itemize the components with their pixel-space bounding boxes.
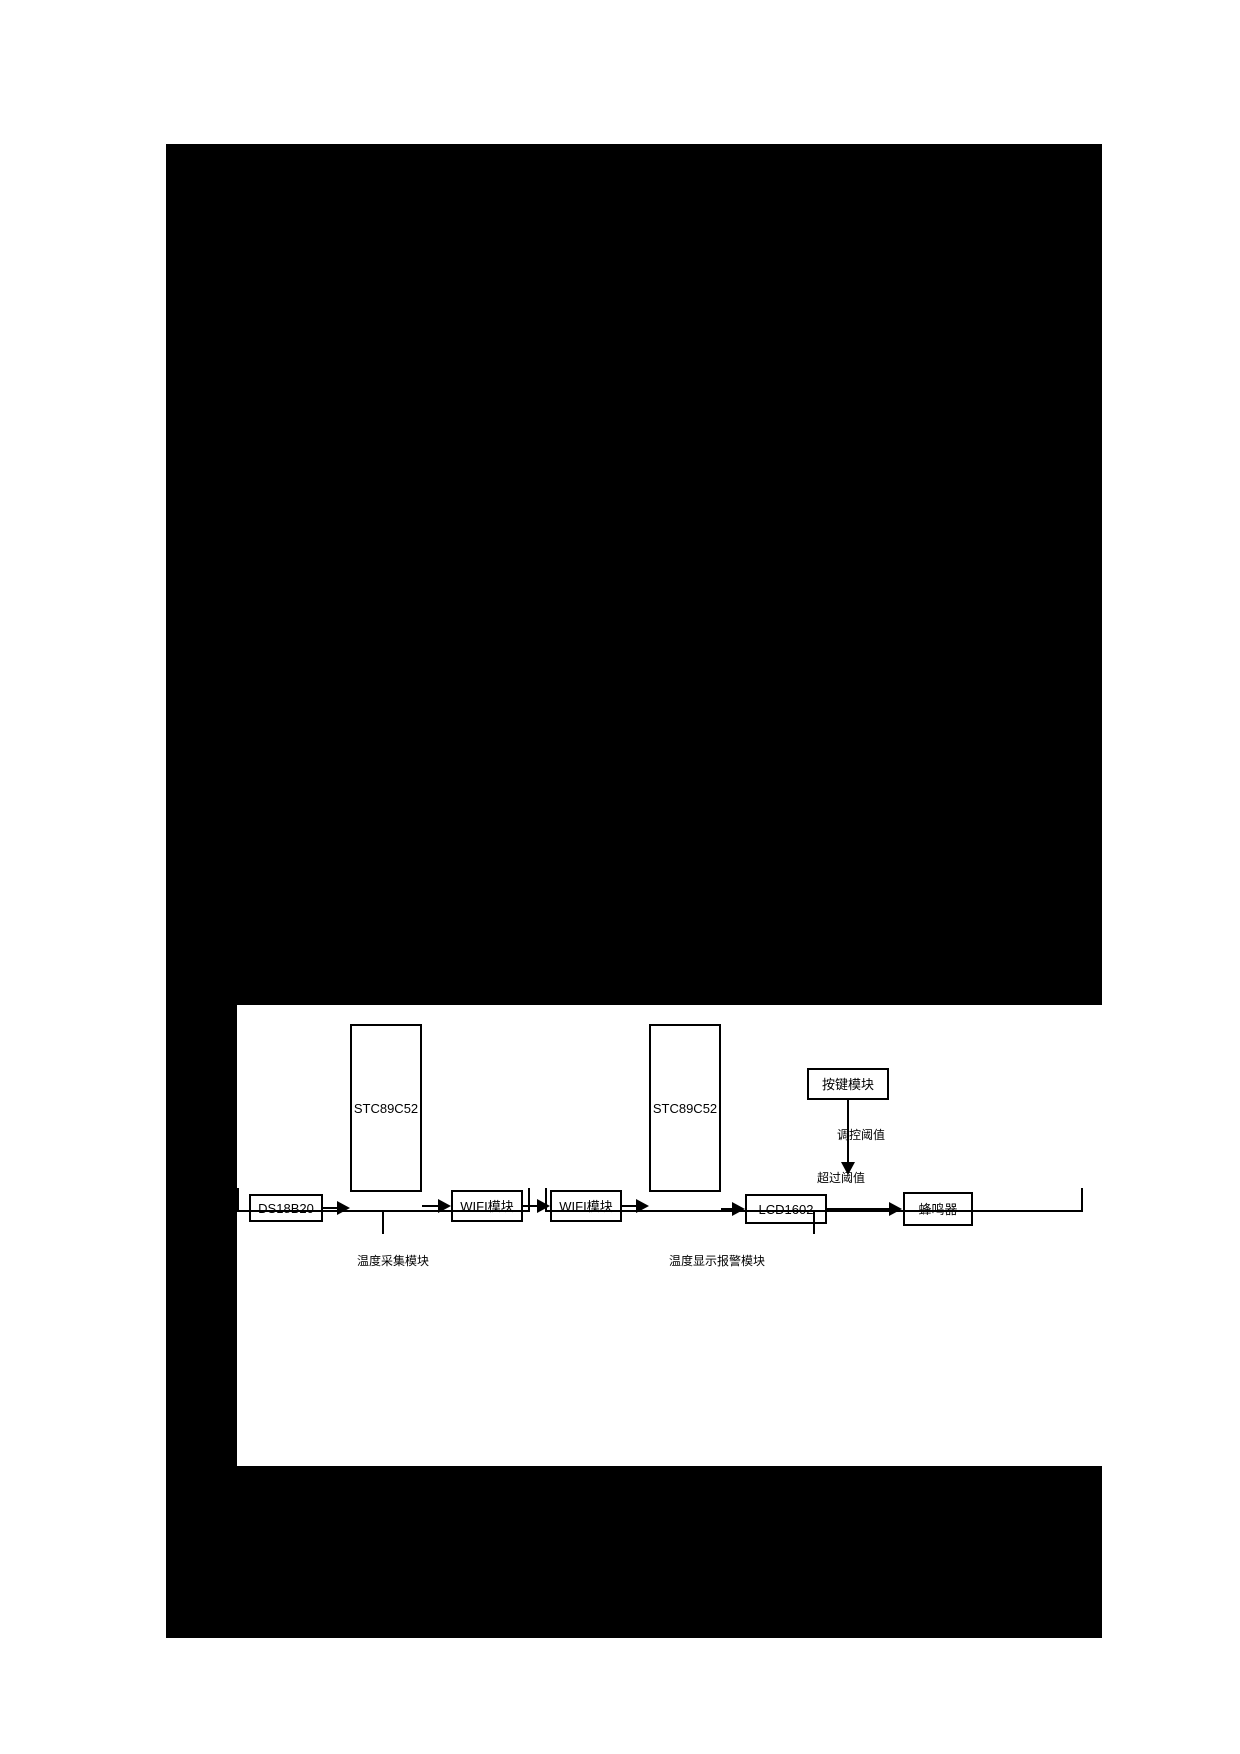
node-label: STC89C52 — [353, 1100, 419, 1116]
bracket-tick-right — [528, 1188, 530, 1210]
node-label: WIFI模块 — [460, 1198, 514, 1214]
node-ds18b20[interactable]: DS18B20 — [249, 1194, 323, 1222]
arrow-right-icon — [889, 1202, 902, 1216]
bracket-tick-left — [545, 1188, 547, 1210]
edge-label-threshold-adjust: 调控阈值 — [837, 1128, 886, 1142]
redacted-block-right — [986, 144, 1102, 1005]
group-caption-display: 温度显示报警模块 — [668, 1254, 765, 1268]
node-stc89c52-display[interactable]: STC89C52 — [649, 1024, 721, 1192]
node-label: 蜂鸣器 — [918, 1201, 958, 1217]
node-wifi-module-rx[interactable]: WIFI模块 — [550, 1190, 622, 1222]
node-label: LCD1602 — [758, 1201, 814, 1217]
bracket-bar — [237, 1210, 530, 1212]
edge-mcu1-to-wifi1 — [422, 1205, 438, 1207]
edge-wifi2-to-mcu2 — [622, 1205, 636, 1207]
edge-mcu2-to-lcd1602 — [721, 1208, 732, 1210]
edge-wifi1-to-wifi2 — [523, 1205, 537, 1207]
bracket-stem — [813, 1212, 815, 1234]
arrow-right-icon — [636, 1199, 649, 1213]
node-stc89c52-acquire[interactable]: STC89C52 — [350, 1024, 422, 1192]
bracket-bar — [545, 1210, 1083, 1212]
arrow-down-icon — [841, 1162, 855, 1175]
edge-ds18b20-to-mcu1 — [323, 1207, 337, 1209]
arrow-right-icon — [438, 1199, 451, 1213]
edge-key-down — [847, 1100, 849, 1162]
node-label: DS18B20 — [258, 1200, 314, 1216]
edge-label-over-threshold: 超过阈值 — [817, 1171, 866, 1185]
redacted-block-left — [166, 1005, 237, 1466]
bracket-tick-left — [237, 1188, 239, 1210]
arrow-right-icon — [337, 1201, 350, 1215]
node-key-module[interactable]: 按键模块 — [807, 1068, 889, 1100]
node-label: WIFI模块 — [559, 1198, 613, 1214]
redacted-block-bottom — [166, 1466, 982, 1638]
block-diagram-panel: DS18B20 STC89C52 WIFI模块 WIFI模块 STC89C52 … — [237, 1005, 1102, 1466]
node-buzzer[interactable]: 蜂鸣器 — [903, 1192, 973, 1226]
node-label: 按键模块 — [821, 1076, 874, 1092]
node-label: STC89C52 — [652, 1100, 718, 1116]
bracket-tick-right — [1081, 1188, 1083, 1210]
group-caption-acquire: 温度采集模块 — [356, 1254, 429, 1268]
edge-lcd1602-to-buzzer — [827, 1208, 889, 1210]
node-wifi-module-tx[interactable]: WIFI模块 — [451, 1190, 523, 1222]
bracket-stem — [382, 1212, 384, 1234]
redacted-block-top — [166, 144, 986, 1005]
arrow-right-icon — [732, 1202, 745, 1216]
